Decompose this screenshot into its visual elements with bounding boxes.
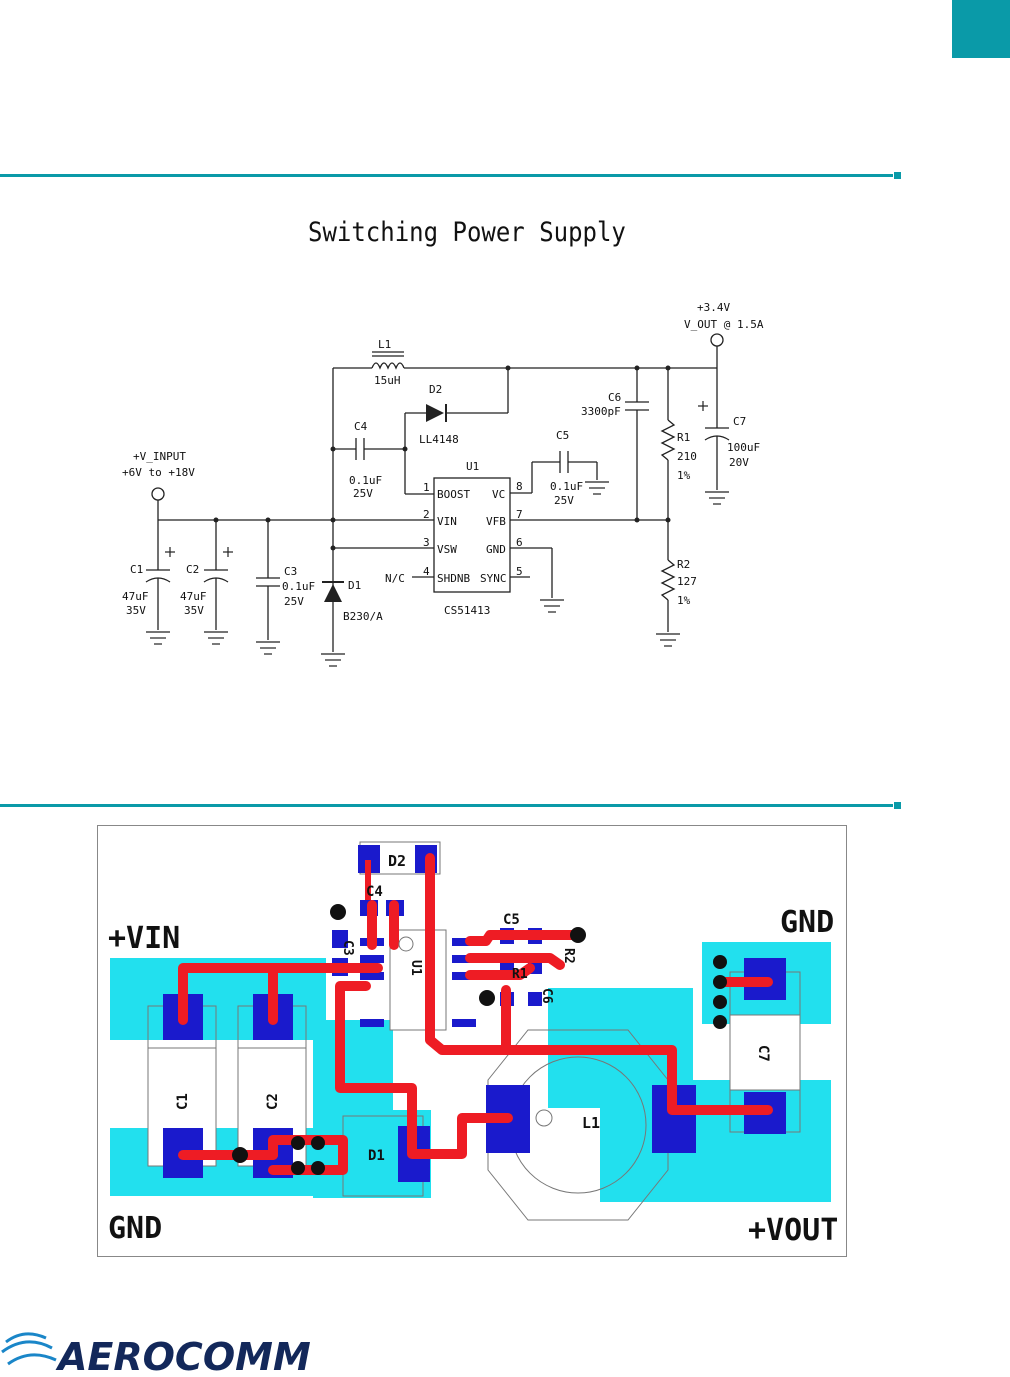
r2-ref: R2 (677, 558, 690, 571)
r1-tol: 1% (677, 469, 691, 482)
c5-value: 0.1uF (550, 480, 583, 493)
d1-ref: D1 (348, 579, 361, 592)
c6-value: 3300pF (581, 405, 621, 418)
c4-rating: 25V (353, 487, 373, 500)
l1-value: 15uH (374, 374, 401, 387)
ic-ref: U1 (466, 460, 479, 473)
c3-value: 0.1uF (282, 580, 315, 593)
d1-value: B230/A (343, 610, 383, 623)
pin-3-name: VSW (437, 543, 457, 556)
top-rule (0, 172, 901, 179)
c2-ref: C2 (186, 563, 199, 576)
c1-rating: 35V (126, 604, 146, 617)
pin-8-num: 8 (516, 480, 523, 493)
c7-value: 100uF (727, 441, 760, 454)
r1-ref: R1 (677, 431, 690, 444)
ic-part: CS51413 (444, 604, 490, 617)
schematic-diagram: +V_INPUT +6V to +18V +3.4V V_OUT @ 1.5A … (122, 301, 764, 667)
input-range: +6V to +18V (122, 466, 195, 479)
pin-6-num: 6 (516, 536, 523, 549)
pcb-layout-frame (97, 825, 847, 1257)
pin-5-num: 5 (516, 565, 523, 578)
pin-1-num: 1 (423, 481, 430, 494)
c5-rating: 25V (554, 494, 574, 507)
c1-ref: C1 (130, 563, 143, 576)
c7-rating: 20V (729, 456, 749, 469)
c2-rating: 35V (184, 604, 204, 617)
aerocomm-logo: AEROCOMM (1, 1332, 311, 1377)
pin-3-num: 3 (423, 536, 430, 549)
c2-value: 47uF (180, 590, 207, 603)
r2-tol: 1% (677, 594, 691, 607)
pin-2-num: 2 (423, 508, 430, 521)
pin-4-name: SHDNB (437, 572, 470, 585)
r1-value: 210 (677, 450, 697, 463)
c1-value: 47uF (122, 590, 149, 603)
pin-1-name: BOOST (437, 488, 470, 501)
pin-7-name: VFB (486, 515, 506, 528)
c3-ref: C3 (284, 565, 297, 578)
logo-wordmark: AEROCOMM (55, 1335, 311, 1377)
c5-ref: C5 (556, 429, 569, 442)
input-label: +V_INPUT (133, 450, 186, 463)
pin-8-name: VC (492, 488, 505, 501)
output-current: V_OUT @ 1.5A (684, 318, 764, 331)
c6-ref: C6 (608, 391, 621, 404)
corner-tab (952, 0, 1010, 58)
r2-value: 127 (677, 575, 697, 588)
c4-value: 0.1uF (349, 474, 382, 487)
output-label: +3.4V (697, 301, 730, 314)
d2-ref: D2 (429, 383, 442, 396)
pin-7-num: 7 (516, 508, 523, 521)
c7-ref: C7 (733, 415, 746, 428)
pin-2-name: VIN (437, 515, 457, 528)
pin-6-name: GND (486, 543, 506, 556)
schematic-title: Switching Power Supply (308, 216, 626, 248)
pin-5-name: SYNC (480, 572, 507, 585)
nc-label: N/C (385, 572, 405, 585)
c3-rating: 25V (284, 595, 304, 608)
l1-ref: L1 (378, 338, 391, 351)
middle-rule (0, 802, 901, 809)
pin-4-num: 4 (423, 565, 430, 578)
d2-value: LL4148 (419, 433, 459, 446)
c4-ref: C4 (354, 420, 368, 433)
